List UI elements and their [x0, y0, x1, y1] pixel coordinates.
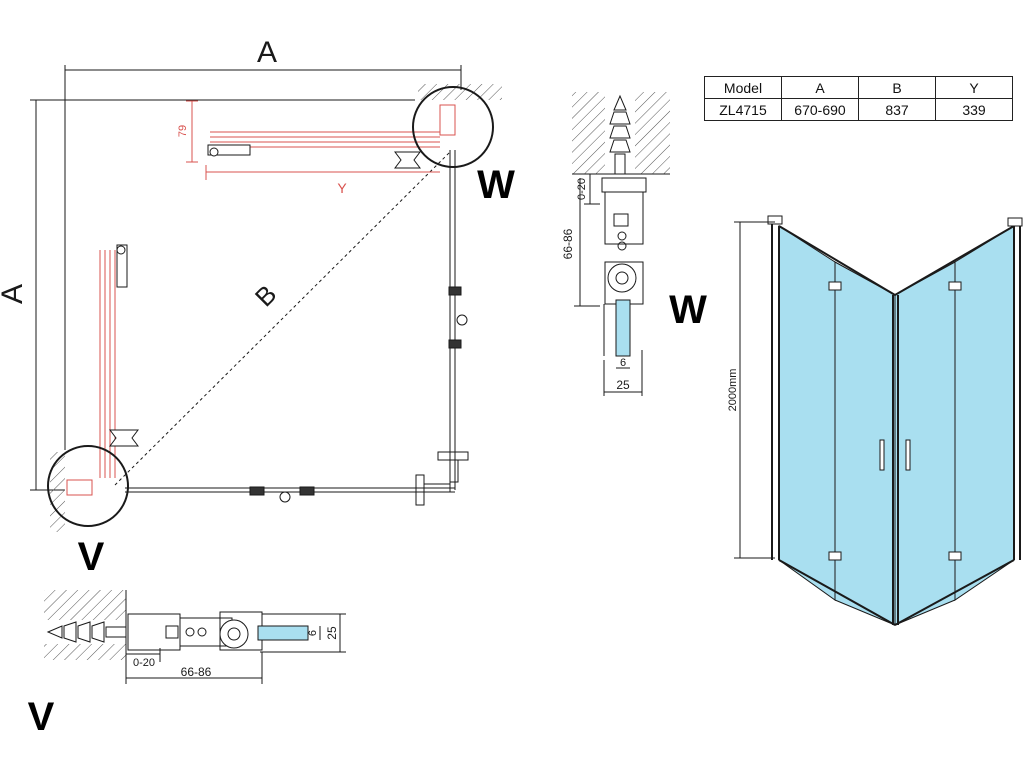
height-label: 2000mm: [727, 369, 739, 412]
wall-hatch-v: [50, 452, 65, 532]
label-79: 79: [177, 125, 189, 137]
v-dim-66-86: 66-86: [181, 665, 212, 679]
wall-hatch-w: [418, 84, 502, 100]
perspective-enclosure: [734, 215, 1023, 626]
label-y: Y: [337, 180, 347, 196]
w-dim-66-86: 66-86: [561, 228, 575, 259]
w-dim-6: 6: [620, 357, 626, 369]
table-header-cell: Model: [704, 76, 782, 99]
detail-v-drawing: [44, 590, 346, 684]
dim-line-b: [114, 151, 451, 486]
w-dim-25: 25: [616, 378, 630, 392]
table-cell: 339: [935, 98, 1013, 121]
label-detail-v: V: [78, 535, 105, 579]
spec-table: Model A B Y ZL4715 670-690 837 339: [704, 76, 1013, 121]
table-header-row: Model A B Y: [704, 76, 1013, 99]
v-dim-25: 25: [325, 626, 339, 640]
table-header-cell: A: [781, 76, 859, 99]
table-cell: 670-690: [781, 98, 859, 121]
w-dim-0-20: 0-20: [576, 178, 588, 200]
detail-circle-v: [47, 445, 129, 527]
v-dim-0-20: 0-20: [133, 657, 155, 669]
detail-v-title: V: [28, 695, 55, 739]
detail-w-drawing: [572, 92, 670, 396]
folded-panel-left: [66, 250, 116, 496]
table-cell: ZL4715: [704, 98, 782, 121]
label-a-left: A: [0, 284, 29, 304]
plan-view: [30, 65, 502, 532]
table-header-cell: Y: [935, 76, 1013, 99]
v-dim-6: 6: [307, 630, 319, 636]
label-b: B: [249, 279, 282, 312]
table-row: ZL4715 670-690 837 339: [704, 98, 1013, 121]
label-detail-w: W: [477, 163, 515, 207]
label-a-top: A: [257, 36, 277, 69]
detail-w-title: W: [669, 288, 707, 332]
detail-circle-w: [412, 86, 494, 168]
table-cell: 837: [858, 98, 936, 121]
table-header-cell: B: [858, 76, 936, 99]
